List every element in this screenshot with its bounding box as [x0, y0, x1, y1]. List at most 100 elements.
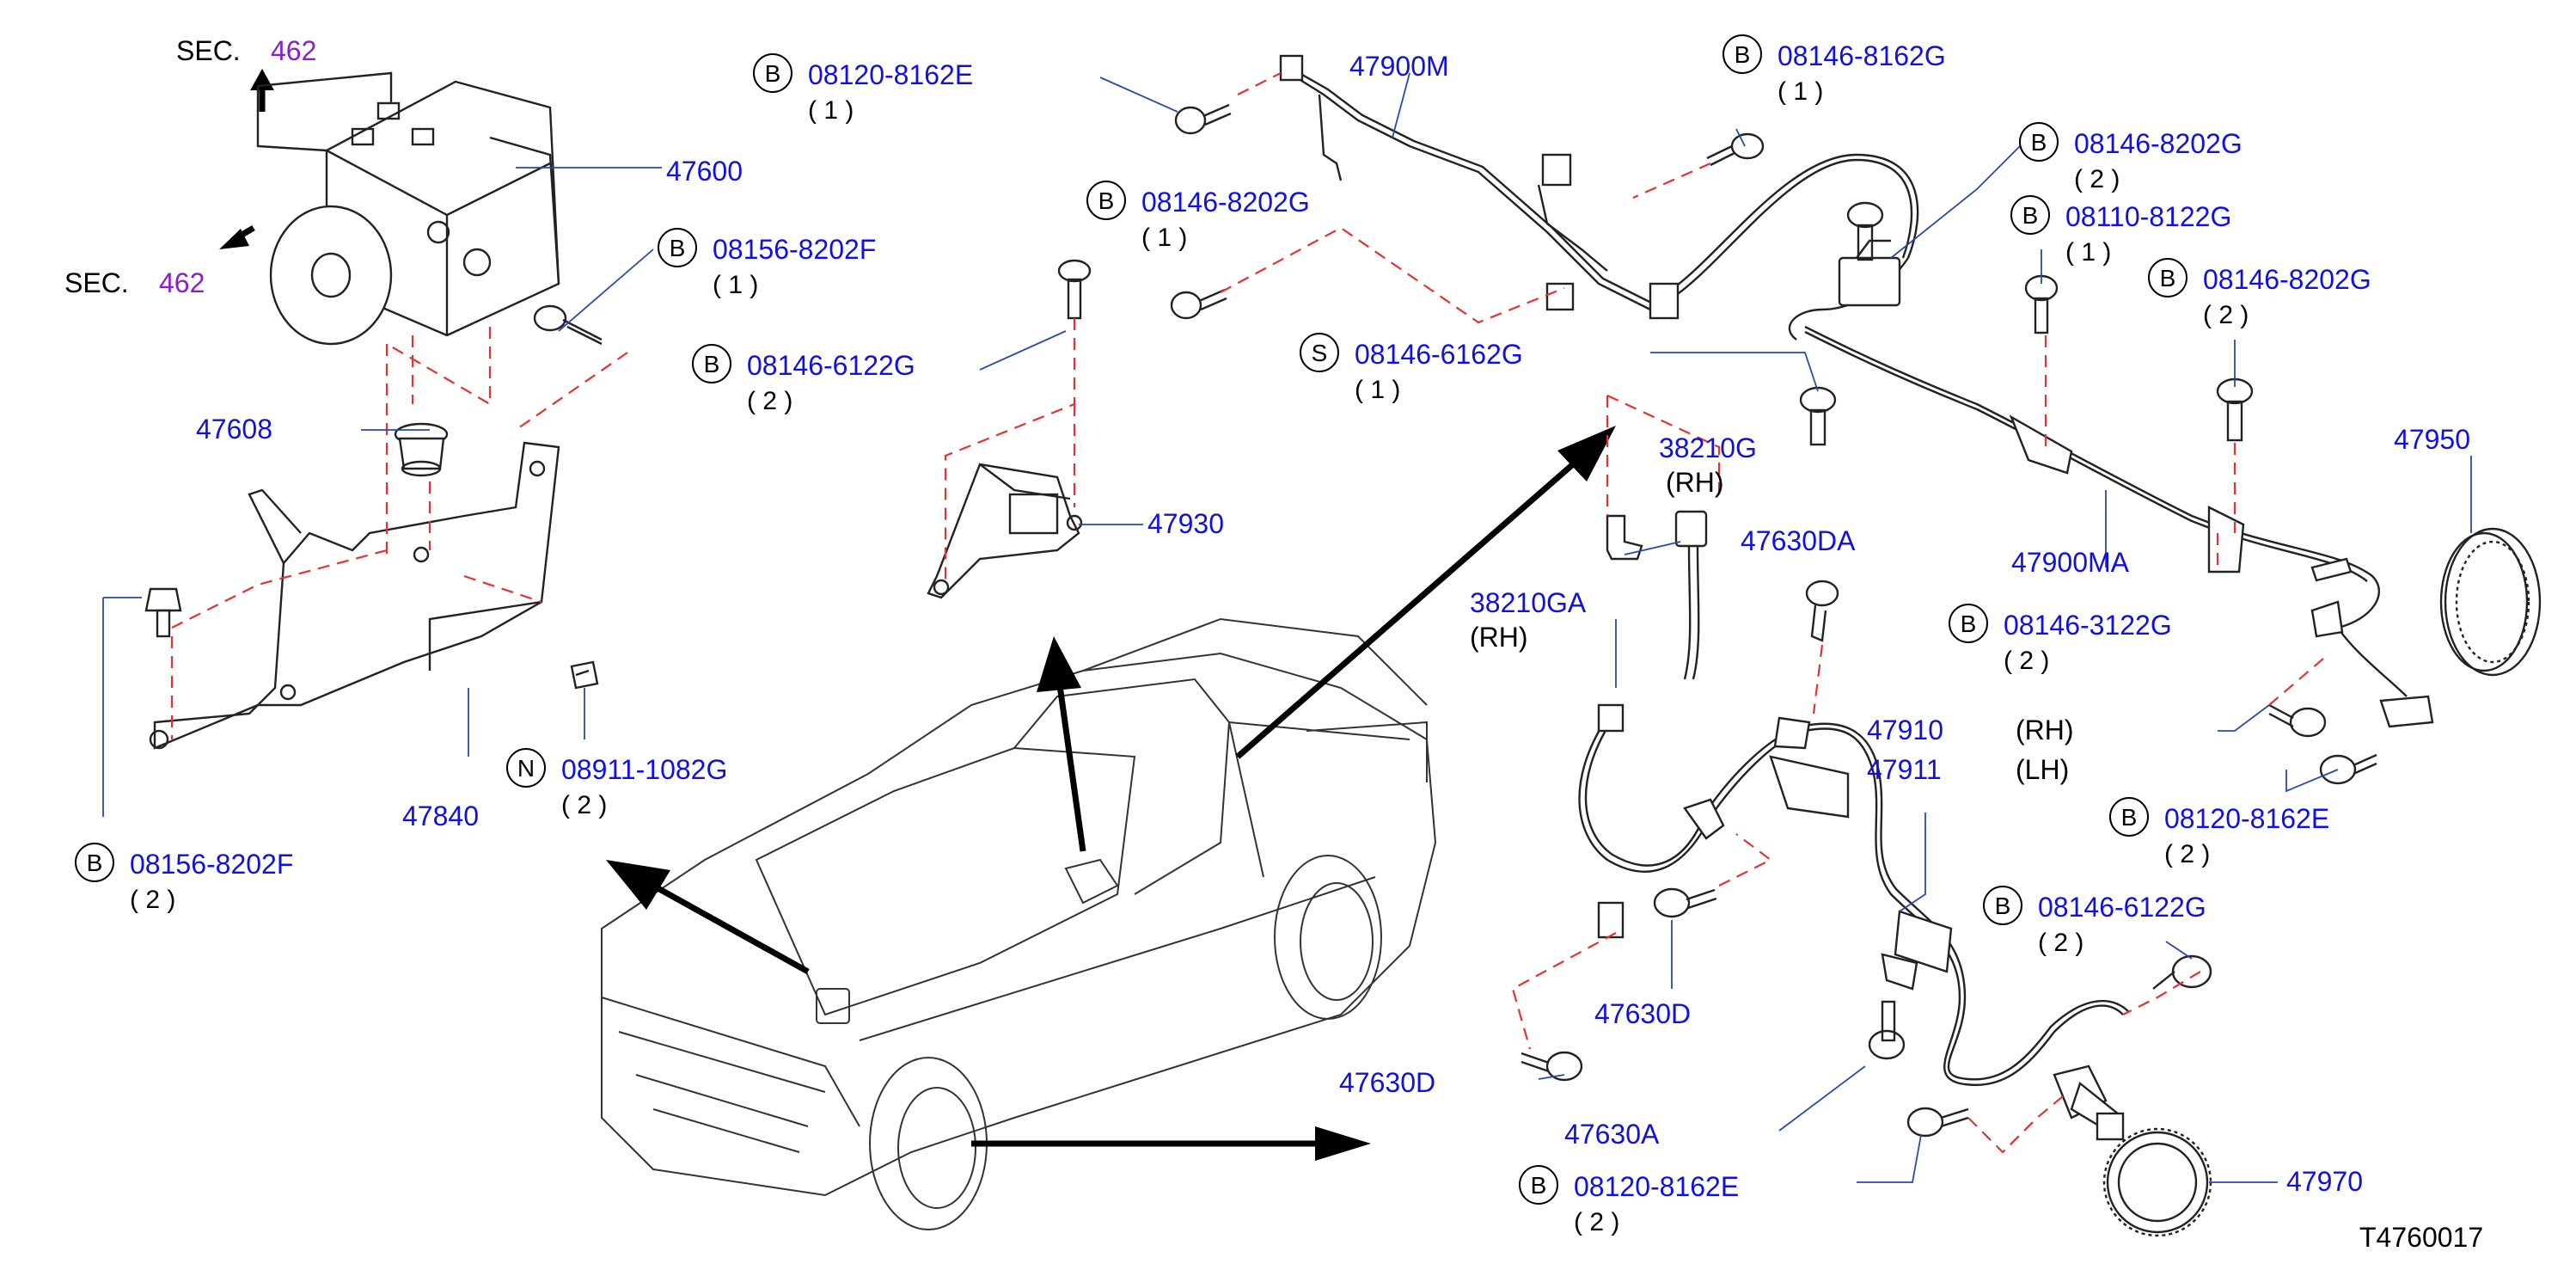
fastener-9-type: S — [1312, 340, 1328, 366]
fastener-7-pn: 08156-8202F — [713, 234, 876, 265]
sec-ref-left-prefix: SEC. — [64, 267, 129, 298]
fastener-15-type: B — [1531, 1172, 1547, 1199]
arrow-to-front-sensor — [971, 1126, 1371, 1161]
fastener-5-qty: ( 1 ) — [2065, 238, 2111, 267]
fastener-7-type: B — [670, 235, 686, 261]
fastener-8: B 08146-6122G ( 2 ) — [692, 344, 915, 415]
fastener-13-qty: ( 2 ) — [2164, 840, 2210, 868]
grommet-47608 — [394, 422, 449, 477]
part-label-38210GA-side: (RH) — [1470, 622, 1528, 653]
fastener-12-type: B — [1961, 610, 1977, 637]
fastener-3-qty: ( 2 ) — [2074, 165, 2120, 193]
fastener-6: B 08146-8202G ( 2 ) — [2148, 258, 2371, 329]
part-label-38210G-id: 38210G — [1659, 432, 1757, 463]
sec-ref-left: SEC. 462 — [64, 267, 205, 298]
fastener-1: B 08120-8162E ( 1 ) — [753, 53, 973, 125]
fastener-11-qty: ( 2 ) — [561, 791, 607, 819]
sensor-rotor-47970 — [2102, 1127, 2212, 1237]
fastener-7-qty: ( 1 ) — [713, 271, 758, 299]
part-label-38210GA: 38210GA (RH) — [1470, 587, 1587, 653]
fastener-14-type: B — [1995, 893, 2011, 919]
part-label-47630DA: 47630DA — [1741, 525, 1856, 556]
fastener-13-type: B — [2121, 804, 2138, 831]
sec-arrow-up — [250, 69, 274, 112]
fastener-15-pn: 08120-8162E — [1574, 1171, 1739, 1202]
fastener-5: B 08110-8122G ( 1 ) — [2010, 195, 2231, 267]
fastener-15: B 08120-8162E ( 2 ) — [1519, 1165, 1739, 1236]
harness-front-left — [1578, 703, 2129, 1087]
assembly-dashed-lines — [170, 72, 2330, 1154]
fastener-3-type: B — [2031, 129, 2047, 156]
fastener-2: B 08146-8162G ( 1 ) — [1722, 34, 1946, 106]
part-label-47970: 47970 — [2286, 1166, 2363, 1197]
fastener-4-type: B — [1098, 187, 1115, 214]
part-label-38210GA-id: 38210GA — [1470, 587, 1587, 618]
fastener-2-pn: 08146-8162G — [1778, 40, 1946, 71]
arrow-to-cab — [1037, 636, 1086, 852]
fastener-4: B 08146-8202G ( 1 ) — [1086, 181, 1310, 252]
fastener-13-pn: 08120-8162E — [2164, 803, 2329, 834]
fastener-13: B 08120-8162E ( 2 ) — [2109, 797, 2329, 868]
fastener-12: B 08146-3122G ( 2 ) — [1949, 604, 2172, 675]
fastener-1-type: B — [765, 60, 781, 87]
diagram-code: T4760017 — [2359, 1222, 2483, 1253]
part-label-38210G: 38210G (RH) — [1659, 432, 1757, 498]
part-label-47911-side: (LH) — [2016, 754, 2069, 785]
fastener-5-type: B — [2022, 202, 2039, 229]
part-label-47840: 47840 — [402, 801, 479, 831]
sec-ref-top: SEC. 462 — [176, 35, 316, 66]
bolt-rear-right — [1706, 132, 2377, 785]
fastener-11-pn: 08911-1082G — [561, 754, 727, 785]
sec-ref-top-number: 462 — [271, 35, 316, 66]
front-bolts — [1521, 580, 2212, 1138]
part-label-47600: 47600 — [666, 156, 743, 187]
part-label-47608: 47608 — [196, 414, 272, 445]
part-label-47930: 47930 — [1147, 508, 1224, 539]
truck-illustration — [601, 617, 1437, 1230]
fastener-1-qty: ( 1 ) — [808, 96, 854, 125]
abs-actuator — [256, 71, 560, 346]
fastener-15-qty: ( 2 ) — [1574, 1208, 1619, 1236]
fastener-14-pn: 08146-6122G — [2038, 892, 2206, 923]
fastener-14: B 08146-6122G ( 2 ) — [1983, 886, 2206, 957]
fastener-10: B 08156-8202F ( 2 ) — [75, 843, 293, 914]
fastener-6-qty: ( 2 ) — [2203, 301, 2249, 329]
bolt-47930 — [1057, 259, 1092, 320]
part-label-47910-id: 47910 — [1867, 715, 1943, 745]
sec-ref-left-number: 462 — [159, 267, 205, 298]
part-label-47630D-upper: 47630D — [1594, 998, 1691, 1029]
fastener-12-qty: ( 2 ) — [2004, 647, 2049, 675]
arrow-to-actuator — [606, 860, 810, 975]
part-label-47950: 47950 — [2394, 424, 2470, 455]
sec-arrow-left — [219, 224, 255, 249]
fastener-9-qty: ( 1 ) — [1355, 376, 1400, 404]
fastener-5-pn: 08110-8122G — [2065, 201, 2231, 232]
fastener-11: N 08911-1082G ( 2 ) — [506, 748, 727, 819]
nut-bracket — [570, 660, 599, 690]
fastener-7: B 08156-8202F ( 1 ) — [658, 228, 876, 299]
part-label-47900M: 47900M — [1349, 51, 1449, 82]
fastener-4-pn: 08146-8202G — [1141, 187, 1310, 218]
connector-rear — [1838, 239, 1901, 307]
fastener-8-pn: 08146-6122G — [747, 350, 915, 381]
fastener-8-qty: ( 2 ) — [747, 387, 792, 415]
sensor-38210G — [1606, 510, 1708, 680]
fastener-14-qty: ( 2 ) — [2038, 929, 2083, 957]
fastener-6-pn: 08146-8202G — [2203, 264, 2371, 295]
front-sensor-47910 — [2053, 1064, 2125, 1141]
fastener-1-pn: 08120-8162E — [808, 59, 973, 90]
part-label-47630D-lower: 47630D — [1339, 1067, 1435, 1098]
part-label-47910-side: (RH) — [2016, 715, 2074, 745]
leader-lines — [102, 72, 2472, 1183]
fastener-6-type: B — [2160, 265, 2176, 291]
fastener-4-qty: ( 1 ) — [1141, 224, 1187, 252]
arrow-to-rear-sensor — [1235, 426, 1616, 759]
part-label-38210G-side: (RH) — [1666, 467, 1724, 498]
fastener-2-type: B — [1735, 41, 1751, 68]
fastener-9: S 08146-6162G ( 1 ) — [1300, 333, 1523, 404]
fastener-10-qty: ( 2 ) — [130, 886, 175, 914]
fastener-8-type: B — [704, 351, 720, 377]
fastener-11-type: N — [517, 755, 535, 782]
fastener-9-pn: 08146-6162G — [1355, 339, 1523, 370]
